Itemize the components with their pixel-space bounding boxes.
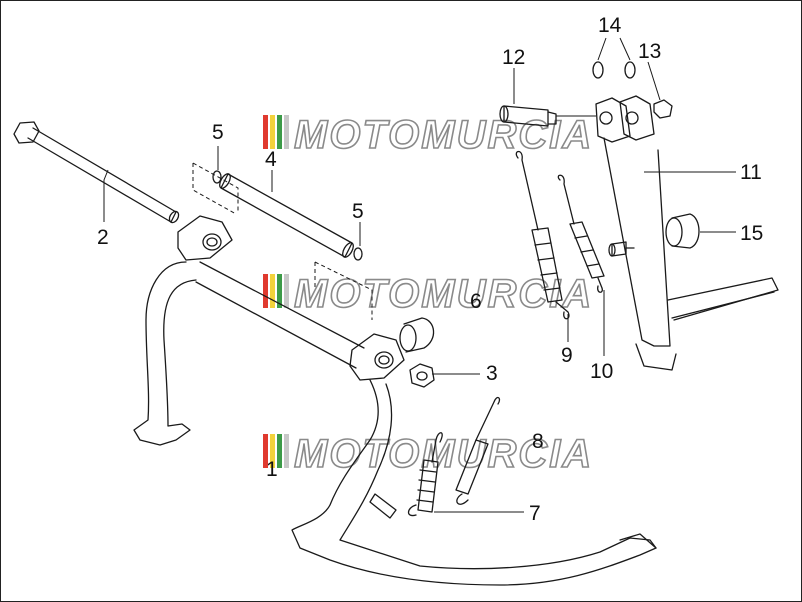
watermark-text: MOTOMURCIA [294, 272, 593, 316]
assembly-outline-right [314, 261, 373, 320]
part-spring-10 [557, 174, 605, 293]
part-o-ring-left [212, 170, 222, 184]
part-nut-13 [653, 99, 673, 119]
callout-10: 10 [590, 360, 613, 383]
part-nut [409, 363, 435, 388]
part-washer-14-left [592, 61, 604, 79]
watermark-top: MOTOMURCIA [263, 112, 593, 158]
callout-7: 7 [529, 502, 541, 525]
part-long-bolt [13, 121, 180, 224]
watermark-middle: MOTOMURCIA [263, 271, 593, 317]
callout-5b: 5 [352, 200, 364, 223]
part-spacer-tube [219, 173, 354, 258]
part-spring-lower [407, 432, 443, 517]
callout-9: 9 [561, 344, 573, 367]
part-o-ring-right [353, 247, 363, 261]
callout-15: 15 [740, 222, 763, 245]
callout-4: 4 [265, 148, 277, 171]
part-spring-9 [515, 150, 570, 320]
part-washer-14-right [624, 61, 636, 79]
assembly-outline-left [192, 162, 239, 215]
part-bushing-rubber [399, 317, 435, 353]
callout-3: 3 [486, 362, 498, 385]
callout-11: 11 [740, 161, 762, 184]
watermark-text: MOTOMURCIA [294, 113, 593, 157]
part-bushing-15 [665, 213, 700, 249]
part-side-stand [595, 95, 779, 371]
part-pivot-pin [499, 105, 557, 127]
leader-lines [103, 37, 736, 513]
callout-2: 2 [97, 226, 109, 249]
part-center-stand [133, 215, 657, 586]
callout-1: 1 [266, 458, 278, 481]
callout-13: 13 [638, 40, 661, 63]
watermark-bottom: MOTOMURCIA [263, 431, 593, 477]
callout-12: 12 [502, 46, 525, 69]
callout-6: 6 [470, 290, 482, 313]
callout-5a: 5 [212, 121, 224, 144]
callout-8: 8 [532, 430, 544, 453]
callout-14: 14 [598, 14, 622, 37]
watermark-text: MOTOMURCIA [294, 432, 593, 476]
part-spring-upper [455, 396, 501, 505]
